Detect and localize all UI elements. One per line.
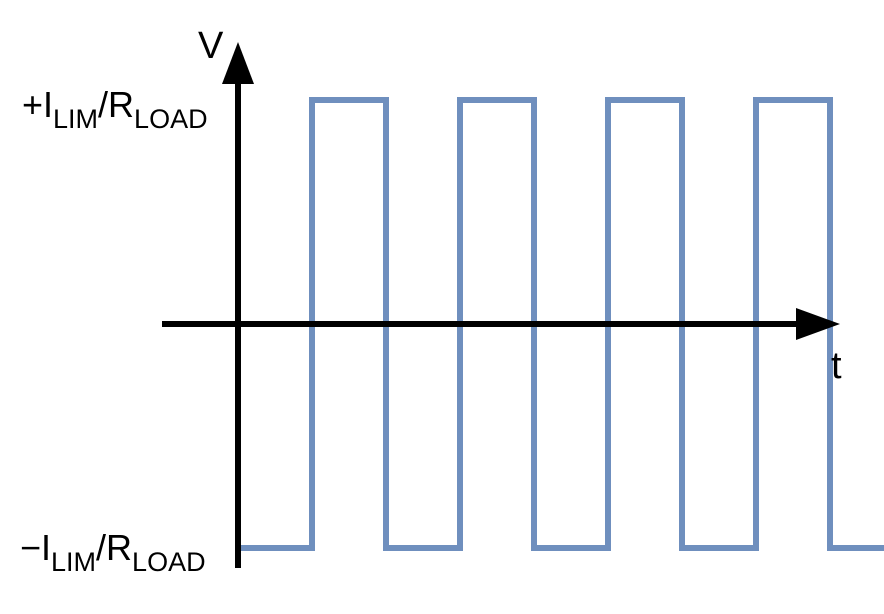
low-level-mid: /R: [96, 527, 132, 568]
square-waveform: [238, 97, 884, 551]
high-level-label: +ILIM/RLOAD: [22, 84, 208, 134]
x-axis-arrowhead: [796, 308, 840, 340]
high-level-sub-lim: LIM: [53, 104, 98, 134]
low-level-sub-load: LOAD: [132, 547, 206, 577]
low-level-prefix: −I: [20, 527, 51, 568]
y-axis-arrowhead: [222, 42, 254, 84]
x-axis-label: t: [831, 345, 842, 387]
high-level-mid: /R: [98, 84, 134, 125]
high-level-prefix: +I: [22, 84, 53, 125]
y-axis-label: V: [198, 25, 224, 67]
high-level-sub-load: LOAD: [134, 104, 208, 134]
low-level-sub-lim: LIM: [51, 547, 96, 577]
low-level-label: −ILIM/RLOAD: [20, 527, 206, 577]
